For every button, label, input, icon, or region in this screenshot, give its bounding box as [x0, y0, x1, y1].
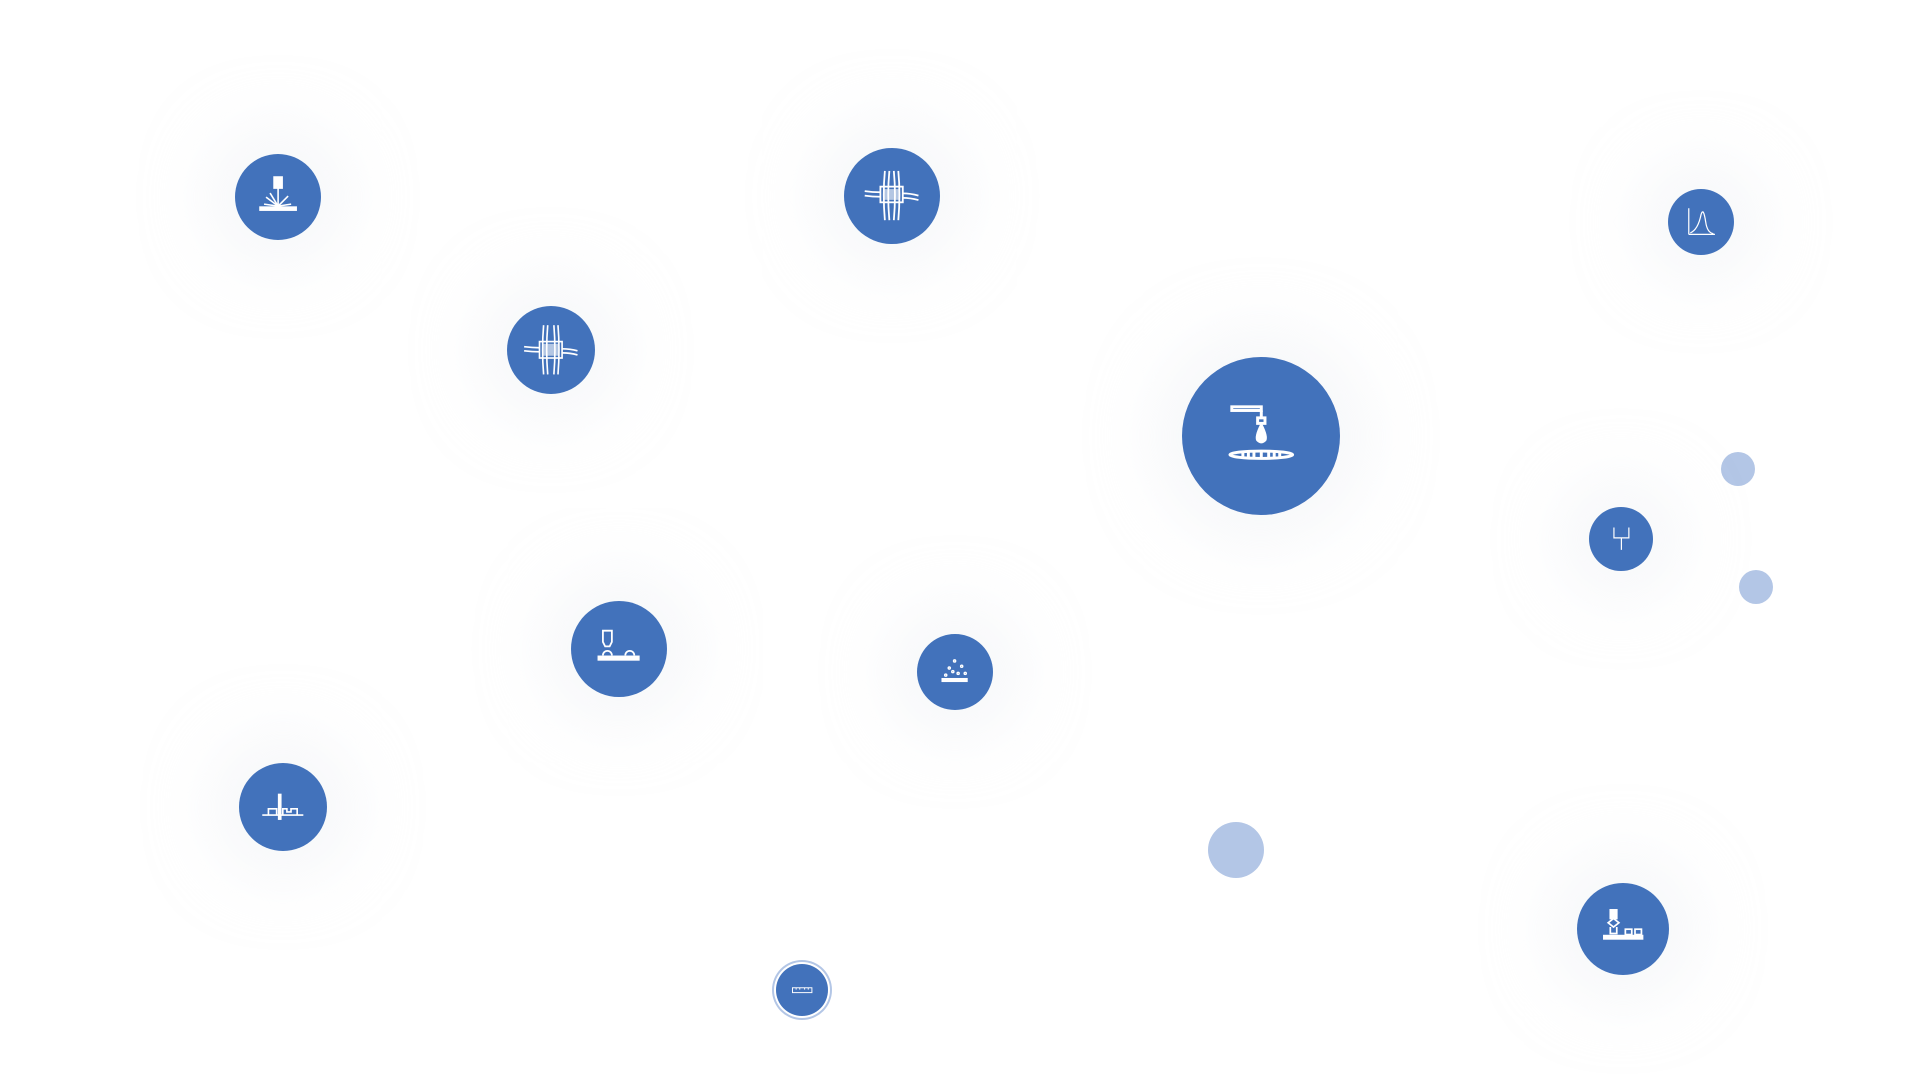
bump-node[interactable] — [571, 601, 667, 697]
probe-node[interactable] — [239, 763, 327, 851]
curve-chart-node[interactable] — [1668, 189, 1734, 255]
chip-icon — [524, 325, 578, 375]
fork-probe-icon — [1612, 527, 1630, 550]
chip-icon — [864, 171, 920, 221]
dispenser-icon — [1228, 405, 1294, 460]
fork-probe-node[interactable] — [1589, 507, 1653, 571]
laser-icon — [259, 176, 297, 211]
tray-icon — [791, 987, 813, 993]
dispenser-node[interactable] — [1182, 357, 1340, 515]
tray-node[interactable] — [776, 964, 828, 1016]
decorative-dot — [1739, 570, 1773, 604]
probe-icon — [262, 793, 304, 821]
pick-place-node[interactable] — [1577, 883, 1669, 975]
chip-node-top[interactable] — [844, 148, 940, 244]
particles-icon — [941, 659, 969, 683]
chip-node[interactable] — [507, 306, 595, 394]
particles-node[interactable] — [917, 634, 993, 710]
pick-place-icon — [1602, 908, 1644, 940]
curve-chart-icon — [1688, 208, 1715, 235]
bump-icon — [597, 630, 641, 662]
decorative-dot — [1208, 822, 1264, 878]
laser-node[interactable] — [235, 154, 321, 240]
decorative-dot — [1721, 452, 1755, 486]
